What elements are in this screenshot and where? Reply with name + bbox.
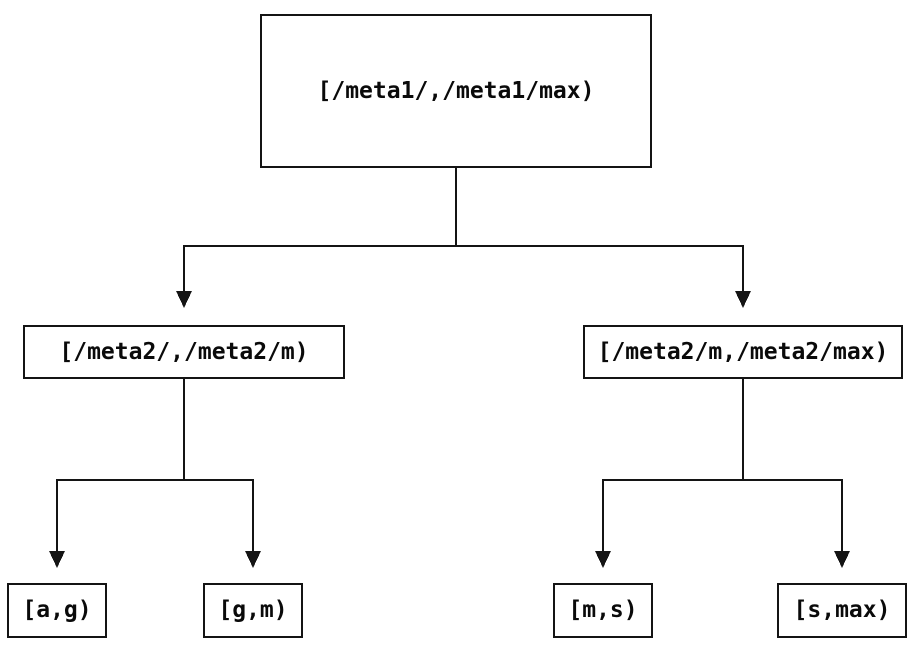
arrowhead-icon [595, 551, 611, 568]
edge-left-to-children [49, 379, 261, 568]
node-root-label: [/meta1/,/meta1/max) [317, 77, 595, 104]
node-right-subtree: [/meta2/m,/meta2/max) [583, 325, 903, 379]
node-left-label: [/meta2/,/meta2/m) [59, 338, 309, 365]
node-leaf-ms-label: [m,s) [568, 597, 638, 623]
arrowhead-icon [735, 291, 751, 308]
node-left-subtree: [/meta2/,/meta2/m) [23, 325, 345, 379]
node-right-label: [/meta2/m,/meta2/max) [597, 338, 889, 365]
edge-root-to-children [176, 168, 751, 308]
node-leaf-ag: [a,g) [7, 583, 107, 638]
node-root: [/meta1/,/meta1/max) [260, 14, 652, 168]
edge-right-to-children [595, 379, 850, 568]
node-leaf-ag-label: [a,g) [22, 597, 92, 623]
node-leaf-gm: [g,m) [203, 583, 303, 638]
arrowhead-icon [176, 291, 192, 308]
arrowhead-icon [49, 551, 65, 568]
node-leaf-ms: [m,s) [553, 583, 653, 638]
node-leaf-gm-label: [g,m) [218, 597, 288, 623]
arrowhead-icon [834, 551, 850, 568]
node-leaf-smax-label: [s,max) [793, 597, 891, 623]
node-leaf-smax: [s,max) [777, 583, 907, 638]
arrowhead-icon [245, 551, 261, 568]
